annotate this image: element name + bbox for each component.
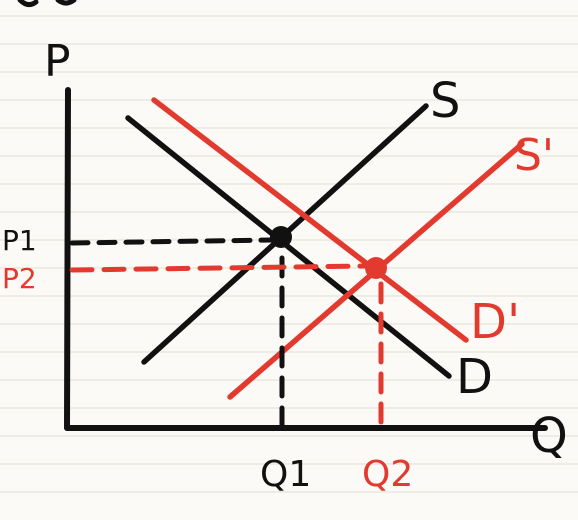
demand-curve-shifted (151, 97, 469, 343)
supply-shifted-label: S' (514, 130, 554, 181)
equilibrium-point-new (365, 257, 387, 279)
axes (64, 87, 548, 431)
demand-label: D (456, 349, 493, 405)
cropped-heading-marks (17, 0, 77, 8)
axis-label-p: P (44, 36, 71, 87)
demand-curve (125, 115, 452, 379)
p2-guide-line (69, 263, 369, 273)
axis-label-q: Q (530, 408, 568, 464)
p1-label: P1 (2, 224, 37, 257)
p2-label: P2 (2, 262, 37, 295)
p1-guide-line (69, 237, 275, 246)
supply-label: S (430, 73, 460, 129)
q2-label: Q2 (362, 454, 413, 495)
demand-shifted-label: D' (470, 294, 520, 350)
equilibrium-point-original (270, 226, 292, 248)
paper-ruling (0, 15, 578, 493)
q1-label: Q1 (260, 454, 311, 495)
